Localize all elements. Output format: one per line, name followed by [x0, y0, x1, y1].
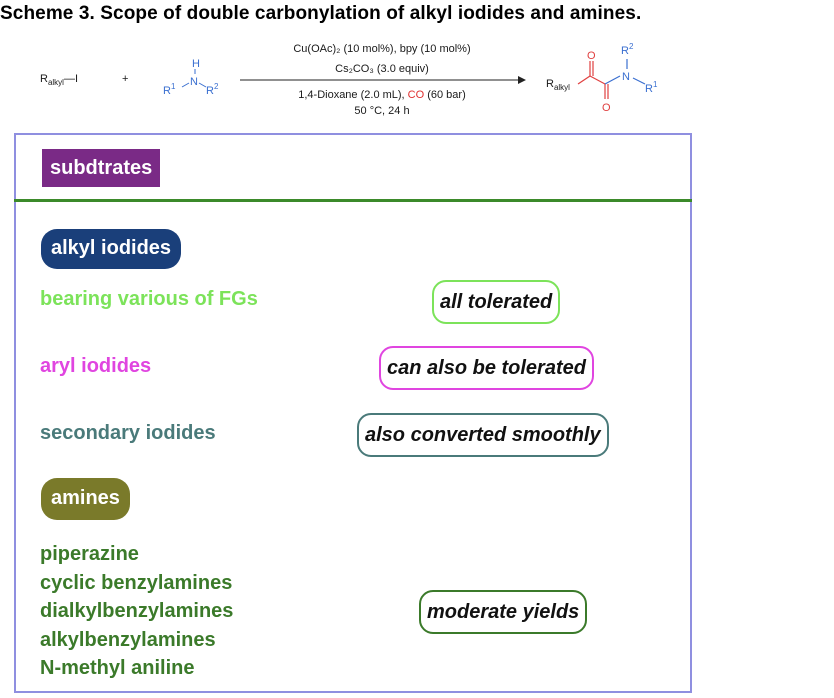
conditions-catalyst: Cu(OAc)₂ (10 mol%), bpy (10 mol%)	[293, 43, 470, 55]
conditions-solvent: 1,4-Dioxane (2.0 mL), CO (60 bar)	[298, 89, 466, 101]
amines-result-moderate-yields: moderate yields	[419, 590, 588, 634]
product-r-alkyl: Ralkyl	[546, 78, 570, 92]
product-structure: Ralkyl O O N R2 R1	[546, 42, 658, 114]
row-result-converted-smoothly: also converted smoothly	[357, 413, 609, 457]
amine-list: piperazine cyclic benzylamines dialkylbe…	[40, 540, 233, 683]
list-item: N-methyl aniline	[40, 657, 195, 679]
product-oxygen-2: O	[602, 102, 611, 114]
product-nitrogen: N	[622, 71, 630, 83]
amine-nitrogen: N	[190, 76, 198, 88]
substrate-scope-panel	[14, 133, 692, 693]
alkyl-iodide-reagent: Ralkyl—I	[40, 73, 78, 87]
row-label-fgs: bearing various of FGs	[40, 288, 258, 310]
conditions-temp-time: 50 °C, 24 h	[354, 105, 409, 117]
product-r2: R2	[621, 42, 634, 57]
amine-structure: H R1 N R2	[163, 58, 219, 97]
row-label-secondary-iodides: secondary iodides	[40, 422, 216, 444]
list-item: cyclic benzylamines	[40, 571, 233, 594]
amine-r2: R2	[206, 82, 219, 97]
list-item: alkylbenzylamines	[40, 628, 216, 651]
row-label-aryl-iodides: aryl iodides	[40, 355, 152, 377]
row-result-also-tolerated: can also be tolerated	[379, 346, 594, 390]
alkyl-iodides-tag: alkyl iodides	[41, 229, 182, 269]
amine-hydrogen: H	[192, 58, 200, 70]
conditions-base: Cs₂CO₃ (3.0 equiv)	[335, 63, 429, 75]
product-oxygen-1: O	[587, 50, 596, 62]
substrates-header-tag: subdtrates	[42, 149, 161, 187]
product-r1: R1	[645, 80, 658, 95]
reaction-scheme: Ralkyl—I + H R1 N R2 Cu(OAc)₂ (10 mol%),…	[40, 42, 658, 117]
plus-sign: +	[122, 73, 128, 85]
amine-r1: R1	[163, 82, 176, 97]
list-item: piperazine	[40, 543, 139, 565]
amines-tag: amines	[41, 478, 130, 520]
panel-divider	[14, 199, 692, 202]
row-result-all-tolerated: all tolerated	[432, 280, 561, 324]
scheme-title: Scheme 3. Scope of double carbonylation …	[0, 3, 642, 24]
list-item: dialkylbenzylamines	[40, 600, 234, 622]
